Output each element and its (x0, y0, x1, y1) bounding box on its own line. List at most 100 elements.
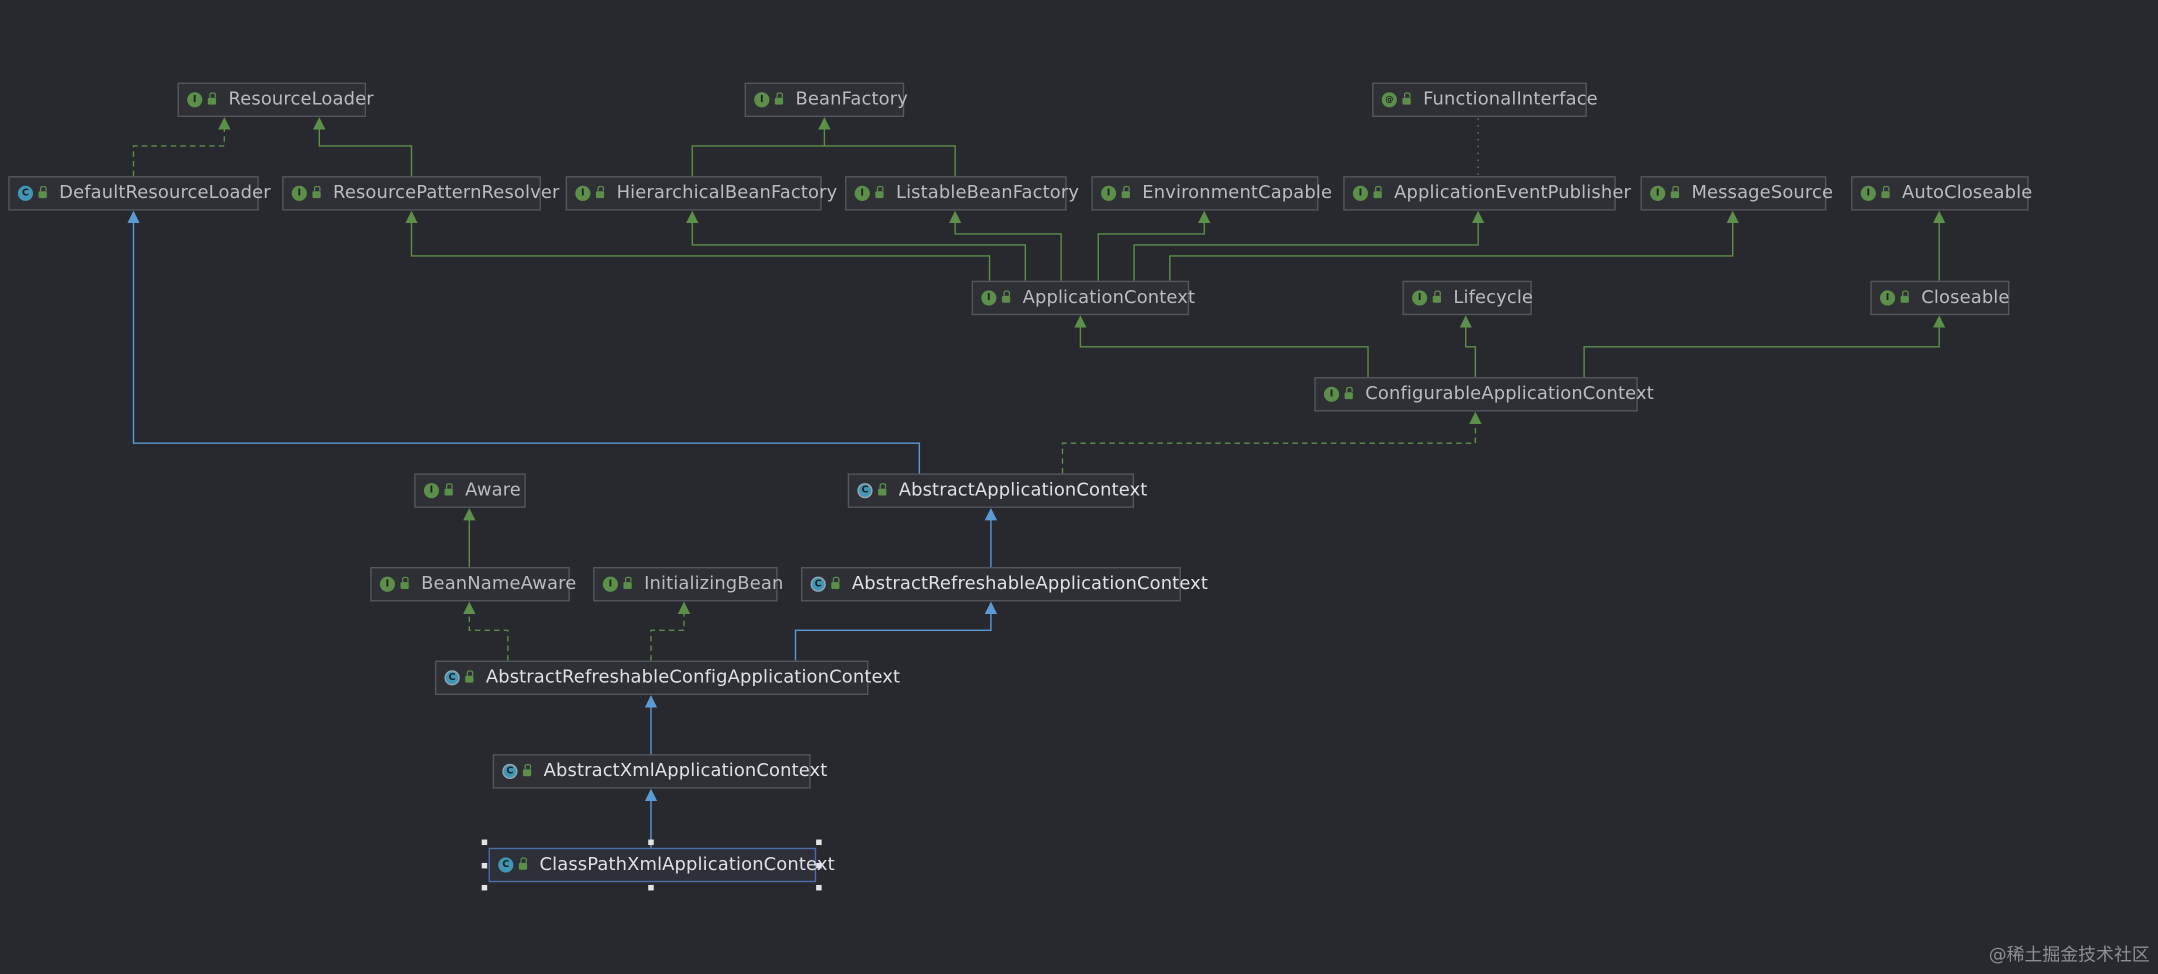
lock-icon (38, 185, 47, 199)
node-class-path-xml-application-context[interactable]: C ClassPathXmlApplicationContext (488, 847, 835, 883)
node-label: AbstractApplicationContext (898, 480, 1148, 501)
node-abstract-refreshable-application-context[interactable]: C AbstractRefreshableApplicationContext (800, 567, 1208, 602)
edge-configurable-lifecycle (1459, 315, 1477, 378)
interface-icon: I (1352, 185, 1369, 201)
node-resource-pattern-resolver[interactable]: I ResourcePatternResolver (282, 176, 559, 211)
lock-icon (522, 763, 532, 777)
lock-icon (444, 483, 453, 496)
selection-handle-bottom[interactable] (648, 884, 654, 891)
class-icon: C (498, 857, 514, 873)
node-label: AbstractXmlApplicationContext (543, 761, 828, 782)
node-default-resource-loader[interactable]: C DefaultResourceLoader (8, 176, 271, 211)
node-label: BeanNameAware (421, 573, 577, 595)
node-label: ApplicationEventPublisher (1394, 183, 1631, 204)
selection-handle-left[interactable] (481, 862, 488, 869)
lock-icon (623, 576, 632, 590)
lock-icon (831, 576, 840, 590)
node-abstract-refreshable-config-application-context[interactable]: C AbstractRefreshableConfigApplicationCo… (434, 660, 900, 696)
lock-icon (774, 92, 784, 105)
interface-icon: I (575, 185, 591, 201)
node-message-source[interactable]: I MessageSource (1640, 176, 1833, 211)
lock-icon (595, 185, 605, 199)
lock-icon (465, 670, 474, 683)
lock-icon (400, 576, 409, 590)
selection-handle-bottom-left[interactable] (481, 884, 488, 891)
interface-icon: I (1860, 185, 1876, 201)
interface-icon: I (187, 92, 203, 108)
edge-applicationcontext-resourcepatternresolver (405, 210, 991, 281)
edge-applicationcontext-hierarchicalbeanfactory (686, 210, 1027, 281)
edge-abstractrefreshableconfig-abstractrefreshable (794, 601, 998, 661)
selection-handle-top-right[interactable] (816, 839, 822, 846)
interface-icon: I (379, 576, 395, 592)
node-label: ConfigurableApplicationContext (1365, 383, 1654, 405)
node-environment-capable[interactable]: I EnvironmentCapable (1091, 176, 1332, 211)
node-resource-loader[interactable]: I ResourceLoader (177, 82, 374, 117)
node-initializing-bean[interactable]: I InitializingBean (593, 567, 783, 602)
node-label: ResourcePatternResolver (333, 183, 560, 204)
node-functional-interface[interactable]: @ FunctionalInterface (1372, 82, 1598, 117)
node-label: ListableBeanFactory (895, 183, 1080, 204)
node-label: AbstractRefreshableApplicationContext (851, 573, 1209, 595)
node-label: FunctionalInterface (1423, 89, 1598, 111)
node-label: InitializingBean (644, 573, 784, 595)
selection-handle-bottom-right[interactable] (816, 884, 822, 891)
interface-icon: I (1412, 290, 1428, 306)
abstract-class-icon: C (502, 763, 518, 779)
edge-listablebeanfactory-beanfactory (824, 145, 956, 177)
node-aware[interactable]: I Aware (414, 473, 526, 508)
node-label: EnvironmentCapable (1142, 183, 1333, 204)
node-abstract-xml-application-context[interactable]: C AbstractXmlApplicationContext (492, 754, 827, 789)
node-label: DefaultResourceLoader (59, 183, 271, 204)
edge-configurable-closeable (1583, 315, 1946, 378)
edge-resourcepatternresolver-resourceloader (313, 117, 413, 177)
node-lifecycle[interactable]: I Lifecycle (1402, 280, 1534, 316)
node-application-context[interactable]: I ApplicationContext (971, 280, 1195, 316)
selection-handle-right[interactable] (816, 862, 822, 869)
interface-icon: I (1101, 185, 1117, 201)
node-label: ApplicationContext (1022, 287, 1196, 309)
lock-icon (1121, 185, 1130, 199)
node-label: AbstractRefreshableConfigApplicationCont… (485, 667, 901, 689)
node-label: ClassPathXmlApplicationContext (539, 854, 835, 876)
lock-icon (207, 92, 217, 105)
node-auto-closeable[interactable]: I AutoCloseable (1851, 176, 2033, 211)
edge-abstractrefreshableconfig-beannameaware (463, 601, 509, 661)
node-closeable[interactable]: I Closeable (1870, 280, 2010, 316)
edge-applicationcontext-applicationeventpublisher (1133, 210, 1485, 281)
node-hierarchical-bean-factory[interactable]: I HierarchicalBeanFactory (565, 176, 837, 211)
lock-icon (1670, 185, 1680, 199)
interface-icon: I (602, 576, 618, 592)
edge-applicationcontext-listablebeanfactory (948, 210, 1062, 281)
interface-icon: I (981, 290, 997, 306)
interface-icon: I (754, 92, 770, 108)
interface-icon: I (1879, 290, 1896, 306)
edge-abstractapplicationcontext-defaultresourceloader (127, 210, 921, 474)
interface-icon: I (1323, 386, 1340, 402)
node-bean-factory[interactable]: I BeanFactory (744, 82, 908, 117)
abstract-class-icon: C (810, 576, 826, 592)
node-listable-bean-factory[interactable]: I ListableBeanFactory (845, 176, 1079, 211)
interface-icon: I (423, 483, 440, 499)
lock-icon (1900, 290, 1909, 303)
node-label: AutoCloseable (1902, 183, 2033, 204)
node-application-event-publisher[interactable]: I ApplicationEventPublisher (1343, 176, 1631, 211)
node-label: Lifecycle (1453, 287, 1534, 309)
node-bean-name-aware[interactable]: I BeanNameAware (370, 567, 576, 602)
node-label: Aware (465, 480, 521, 501)
lock-icon (1373, 185, 1382, 199)
node-label: MessageSource (1691, 183, 1834, 204)
node-label: Closeable (1921, 287, 2010, 309)
abstract-class-icon: C (444, 670, 460, 686)
node-configurable-application-context[interactable]: I ConfigurableApplicationContext (1314, 377, 1654, 412)
selection-handle-top[interactable] (648, 839, 654, 846)
node-label: ResourceLoader (228, 89, 374, 111)
node-abstract-application-context[interactable]: C AbstractApplicationContext (847, 473, 1147, 508)
edge-hierarchicalbeanfactory-beanfactory (691, 117, 831, 177)
annotation-icon: @ (1381, 92, 1397, 108)
edge-configurable-applicationcontext (1074, 315, 1369, 378)
lock-icon (1001, 290, 1011, 303)
selection-handle-top-left[interactable] (481, 839, 488, 846)
